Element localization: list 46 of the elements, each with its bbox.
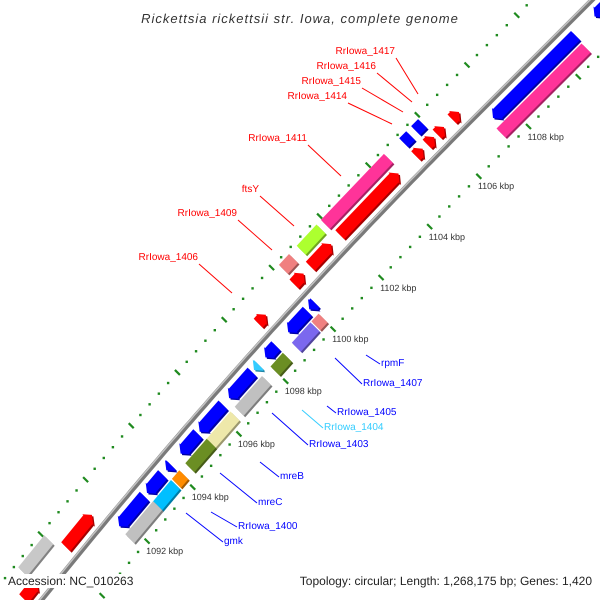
gene-label: gmk [224,535,243,548]
accession-text: Accession: NC_010263 [8,574,134,588]
scale-label: 1108 kbp [528,132,564,142]
gene-label: RrIowa_1403 [309,438,368,451]
scale-label: 1102 kbp [380,282,416,293]
leader-line [220,472,258,504]
leader-line [186,512,224,542]
gene-label: RrIowa_1416 [316,60,376,73]
scale-label: 1092 kbp [146,546,184,556]
title: Rickettsia rickettsii str. Iowa, complete genome [141,10,459,28]
leader-line [326,406,336,414]
leader-line [272,412,308,446]
scale-label: 1100 kbp [332,334,368,344]
leader-line [396,58,418,94]
gene-label: RrIowa_1411 [248,132,307,145]
leader-line [210,512,238,528]
gene-label: mreB [280,470,304,483]
leader-line [362,88,404,112]
gene-label: RrIowa_1417 [336,45,395,58]
leader-line [260,196,294,226]
leader-line [376,72,412,102]
gene-label: RrIowa_1404 [324,421,384,434]
gene-label: mreC [258,496,282,509]
gene-label: ftsY [242,183,259,196]
gene-label: RrIowa_1415 [302,75,361,88]
gene-label: RrIowa_1414 [288,90,347,103]
scale-label: 1098 kbp [284,386,322,396]
gene-label: RrIowa_1407 [363,377,422,390]
gene-label: RrIowa_1406 [138,251,198,264]
leader-line [308,144,342,176]
scale-label: 1096 kbp [238,438,275,449]
genome-stats-text: Topology: circular; Length: 1,268,175 bp; Genes: 1,420 [300,574,592,588]
leader-line [366,354,380,364]
leader-line [198,264,232,294]
gene-label: RrIowa_1405 [337,406,396,419]
gene-label: rpmF [381,357,404,370]
leader-line [260,462,280,478]
gene-label: RrIowa_1400 [238,520,298,533]
scale-label: 1106 kbp [478,181,514,192]
scale-label: 1094 kbp [192,492,229,502]
scale-label: 1104 kbp [428,232,466,242]
leader-line [238,220,272,250]
leader-line [302,410,324,428]
gene-label: RrIowa_1409 [178,207,237,220]
leader-line [334,358,362,384]
leader-line [348,102,392,124]
